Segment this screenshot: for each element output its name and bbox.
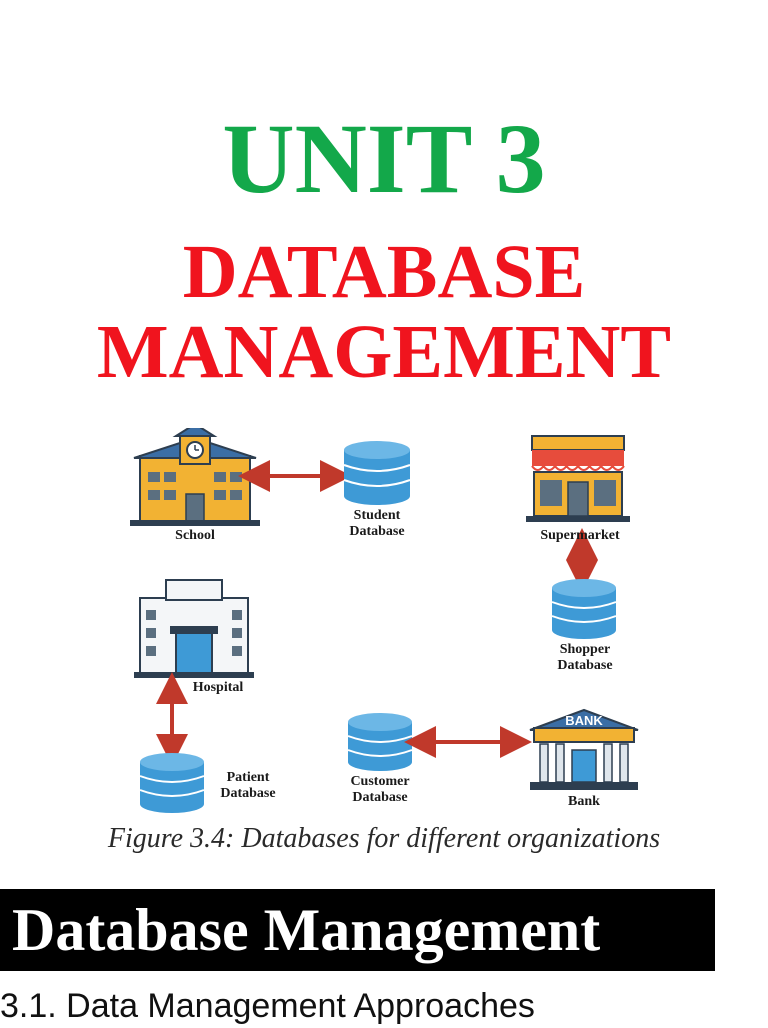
hospital-icon — [134, 579, 254, 678]
label-student-db-line1: Student — [353, 508, 401, 523]
figure-caption: Figure 3.4: Databases for different orga… — [107, 823, 661, 854]
label-student-db: Student Database — [332, 508, 422, 540]
bank-sign-text: BANK — [565, 713, 603, 728]
section-title: Database Management — [12, 897, 601, 963]
customer-database-icon — [347, 713, 413, 771]
shopper-database-icon — [551, 579, 617, 639]
unit-subtitle: DATABASE MANAGEMENT — [0, 232, 768, 392]
figure-illustration: BANK — [130, 428, 639, 813]
label-supermarket: Supermarket — [540, 528, 620, 543]
student-database-icon — [343, 441, 411, 505]
label-customer-db-line1: Customer — [350, 774, 410, 789]
patient-database-icon — [139, 753, 205, 813]
label-patient-db: Patient Database — [208, 770, 288, 802]
school-icon — [130, 428, 260, 526]
label-patient-db-line2: Database — [220, 786, 276, 801]
label-hospital: Hospital — [192, 680, 244, 695]
label-shopper-db: Shopper Database — [540, 642, 630, 674]
label-student-db-line2: Database — [349, 524, 405, 539]
unit-title: UNIT 3 — [222, 103, 546, 214]
label-shopper-db-line1: Shopper — [559, 642, 611, 657]
databases-figure: BANK School Student Database Supermarket… — [120, 428, 660, 820]
label-bank: Bank — [568, 794, 600, 809]
section-subheading: 3.1. Data Management Approaches — [0, 987, 535, 1025]
label-customer-db: Customer Database — [334, 774, 426, 806]
label-school: School — [175, 528, 215, 543]
bank-icon: BANK — [529, 708, 639, 790]
label-shopper-db-line2: Database — [557, 658, 613, 673]
label-customer-db-line2: Database — [352, 790, 408, 805]
label-patient-db-line1: Patient — [226, 770, 270, 785]
subtitle-line-1: DATABASE — [182, 230, 586, 314]
section-header-bar: Database Management — [0, 889, 715, 971]
supermarket-icon — [526, 435, 630, 522]
subtitle-line-2: MANAGEMENT — [96, 310, 672, 394]
